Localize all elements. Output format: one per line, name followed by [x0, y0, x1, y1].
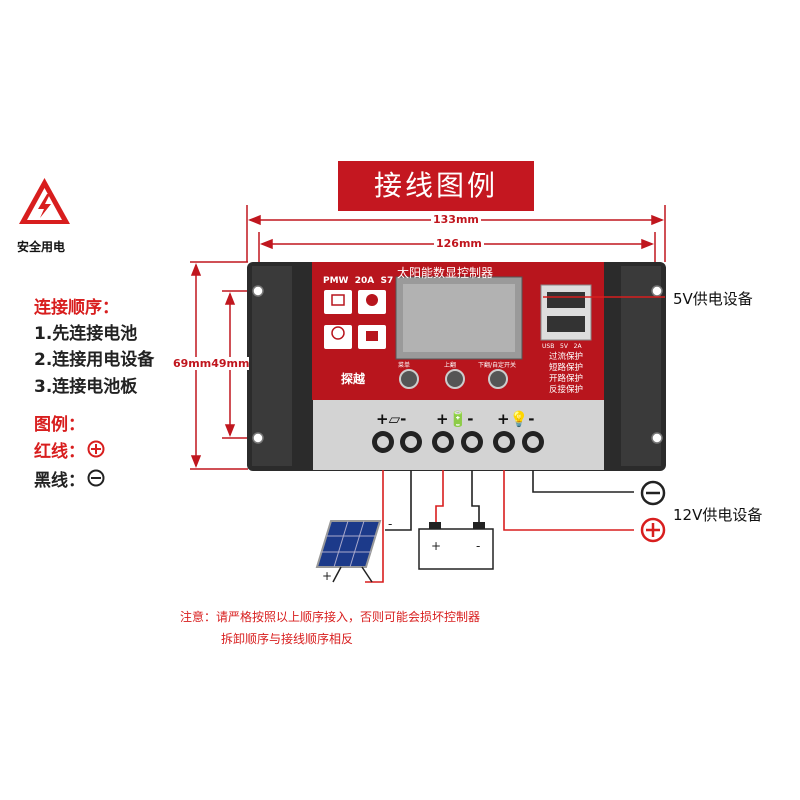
- safety-label: 安全用电: [17, 240, 66, 254]
- outer-width-label: 133mm: [431, 213, 481, 226]
- red-plus-icon: [87, 440, 105, 462]
- control-buttons: [399, 369, 508, 389]
- protection-item: 短路保护: [549, 363, 584, 373]
- terminal-panel: [313, 400, 604, 470]
- device-title: 太阳能数显控制器: [397, 266, 494, 280]
- dc-output-label: 12V供电设备: [673, 506, 763, 524]
- svg-text:-: -: [476, 539, 480, 553]
- legend-black: 黑线：: [34, 471, 85, 491]
- dc-output-minus-icon: [640, 480, 666, 506]
- high-voltage-warning-icon: [17, 176, 72, 226]
- dc-output-plus-icon: [640, 517, 666, 543]
- wires: [365, 296, 665, 583]
- step-2: 2.连接用电设备: [34, 350, 155, 370]
- solar-panel-icon: + -: [315, 517, 392, 583]
- svg-text:+: +: [322, 569, 332, 583]
- device-model: PMW 20A S7: [323, 276, 394, 286]
- usb-output-label: 5V供电设备: [673, 290, 753, 308]
- mounting-holes: [252, 285, 663, 444]
- protection-list: 过流保护 短路保护 开路保护 反接保护: [549, 352, 583, 396]
- protection-item: 开路保护: [549, 374, 584, 384]
- protection-item: 过流保护: [549, 352, 584, 362]
- height-labels: 69mm49mm: [173, 357, 250, 370]
- step-1: 1.先连接电池: [34, 324, 138, 344]
- order-title: 连接顺序：: [34, 298, 119, 318]
- legend-title: 图例：: [34, 415, 85, 435]
- solar-terminal-symbol: +▱-: [376, 410, 407, 428]
- battery-icon: + -: [418, 522, 494, 570]
- svg-text:+: +: [431, 539, 441, 553]
- dimension-lines: [190, 205, 666, 470]
- step-3: 3.连接电池板: [34, 377, 138, 397]
- page-title: 接线图例: [338, 161, 534, 211]
- load-terminal-symbol: +💡-: [497, 410, 535, 428]
- usb-spec-label: USB 5V 2A: [542, 343, 582, 350]
- svg-text:-: -: [388, 517, 392, 531]
- legend-red: 红线：: [34, 442, 85, 462]
- device-brand: 探越: [341, 372, 366, 386]
- warning-note: 注意：请严格按照以上顺序接入，否则可能会损坏控制器: [180, 610, 481, 624]
- black-minus-icon: [87, 469, 105, 491]
- button-label-down: 下翻/自定开关: [478, 362, 517, 369]
- protection-item: 反接保护: [549, 385, 584, 395]
- battery-terminal-symbol: +🔋-: [436, 410, 474, 428]
- button-label-up: 上翻: [444, 362, 457, 369]
- button-label-menu: 菜单: [398, 362, 411, 369]
- inner-width-label: 126mm: [434, 237, 484, 250]
- removal-note: 拆卸顺序与接线顺序相反: [221, 632, 354, 646]
